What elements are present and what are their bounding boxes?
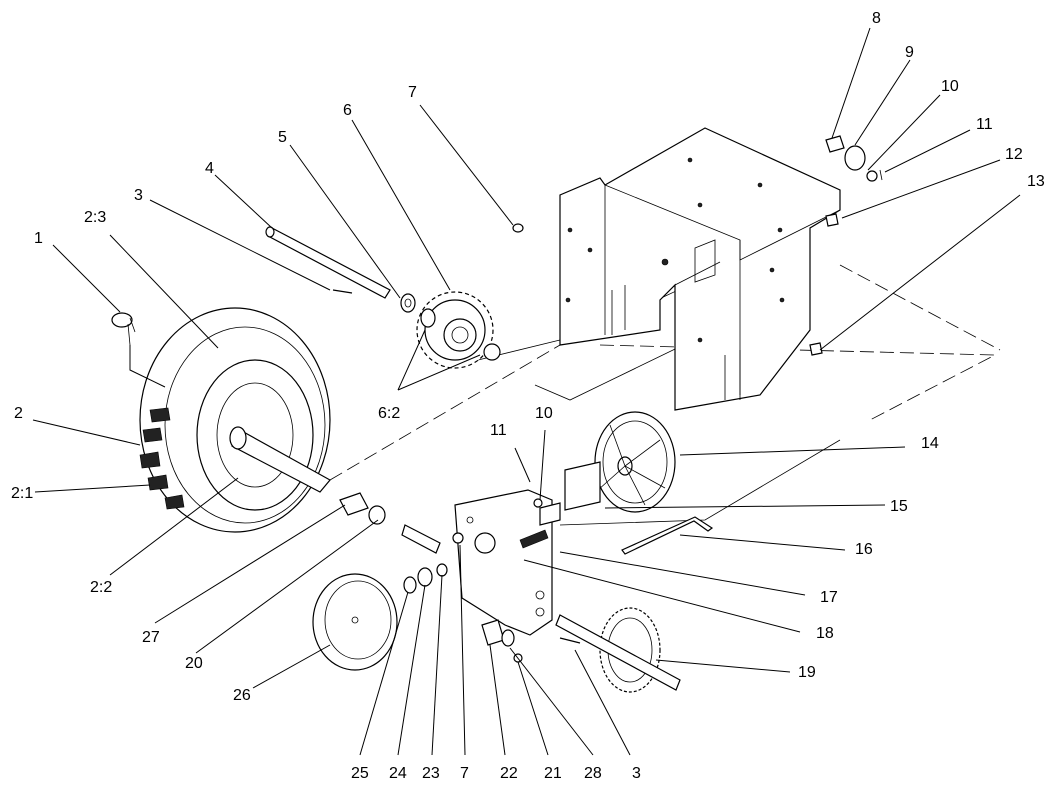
callout-7-lower: 7 xyxy=(460,765,469,782)
callout-20: 20 xyxy=(185,655,203,672)
callout-24: 24 xyxy=(389,765,407,782)
callout-14: 14 xyxy=(921,435,939,452)
callout-23: 23 xyxy=(422,765,440,782)
hardware-upper xyxy=(512,135,883,356)
callout-12: 12 xyxy=(1005,146,1023,163)
bracket-plate xyxy=(454,489,561,636)
callout-25: 25 xyxy=(351,765,369,782)
callout-10-upper: 10 xyxy=(941,78,959,95)
callout-2-2: 2:2 xyxy=(90,579,112,596)
callout-2-1: 2:1 xyxy=(11,485,33,502)
callout-10-lower: 10 xyxy=(535,405,553,422)
callout-5: 5 xyxy=(278,129,287,146)
callout-11-lower: 11 xyxy=(490,422,507,439)
sprocket-6 xyxy=(416,291,501,369)
callout-2: 2 xyxy=(14,405,23,422)
hub-cap-26 xyxy=(312,573,398,671)
callout-22: 22 xyxy=(500,765,518,782)
hardware-lower xyxy=(339,492,523,663)
callout-6: 6 xyxy=(343,102,352,119)
callout-13: 13 xyxy=(1027,173,1045,190)
leader-lines xyxy=(32,27,1021,756)
callout-7-upper: 7 xyxy=(408,84,417,101)
callout-1: 1 xyxy=(34,230,43,247)
callout-2-3: 2:3 xyxy=(84,209,106,226)
callout-3-upper: 3 xyxy=(134,187,143,204)
axle-shaft-4 xyxy=(265,226,391,299)
callout-18: 18 xyxy=(816,625,834,642)
callout-28: 28 xyxy=(584,765,602,782)
washer-5 xyxy=(400,293,416,313)
callout-6-2: 6:2 xyxy=(378,405,400,422)
callout-8: 8 xyxy=(872,10,881,27)
hairpin-cotter-1 xyxy=(111,312,136,346)
callout-9: 9 xyxy=(905,44,914,61)
callout-17: 17 xyxy=(820,589,838,606)
callout-4: 4 xyxy=(205,160,214,177)
callout-16: 16 xyxy=(855,541,873,558)
wheel-tire-assembly xyxy=(139,307,331,533)
chassis-housing xyxy=(559,127,841,411)
callout-11-upper: 11 xyxy=(976,116,993,133)
callout-26: 26 xyxy=(233,687,251,704)
gear-axle-19 xyxy=(555,607,681,693)
callout-27: 27 xyxy=(142,629,160,646)
callout-labels: 1 2 2:1 2:2 2:3 3 3 4 5 6 6:2 7 7 8 9 10… xyxy=(11,10,1045,782)
shift-rod-16 xyxy=(621,516,714,555)
pulley-14 xyxy=(564,411,676,513)
callout-21: 21 xyxy=(544,765,562,782)
callout-19: 19 xyxy=(798,664,816,681)
callout-15: 15 xyxy=(890,498,908,515)
callout-3-lower: 3 xyxy=(632,765,641,782)
